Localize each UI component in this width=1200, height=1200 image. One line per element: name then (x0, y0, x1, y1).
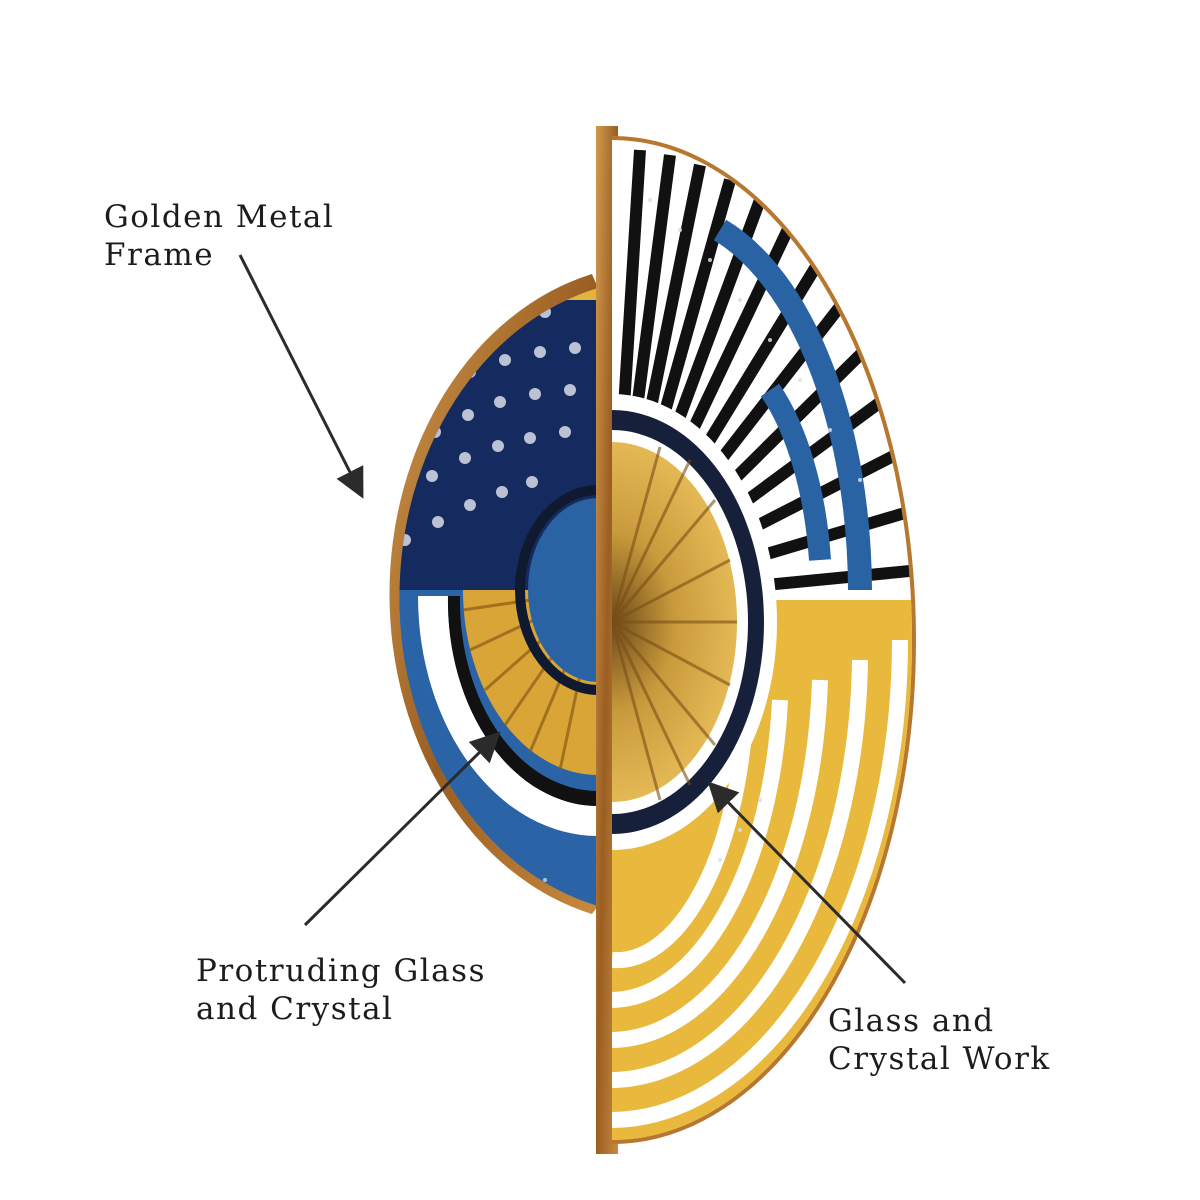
annotation-arrows (238, 254, 907, 985)
left-blue-disc (528, 498, 598, 682)
frame-arrow (238, 254, 364, 499)
work-arrow (707, 781, 907, 985)
right-gold-sunburst (612, 442, 737, 802)
glass-crystal-work-label: Glass and Crystal Work (828, 1003, 1051, 1077)
protruding-glass-crystal-label: Protruding Glass and Crystal (196, 953, 486, 1027)
protruding-arrow (303, 731, 501, 927)
golden-metal-frame-label: Golden Metal Frame (104, 199, 335, 273)
right-half-panel (596, 126, 916, 1154)
